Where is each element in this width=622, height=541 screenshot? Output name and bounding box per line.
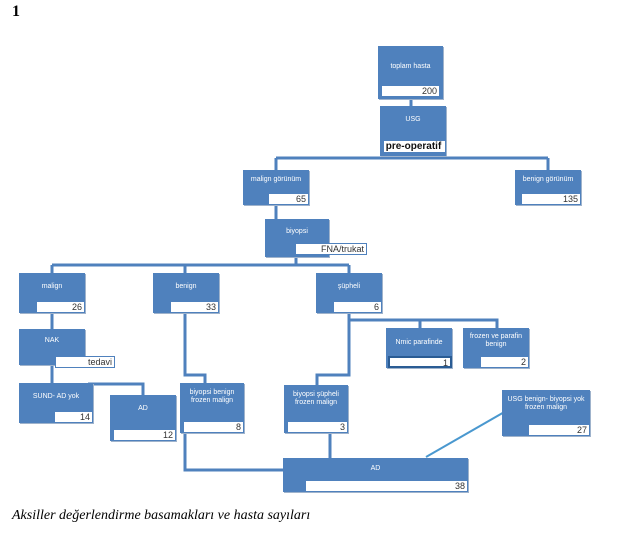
connector-supheli-split	[347, 312, 499, 329]
node-value: 2	[480, 356, 529, 368]
node-frozen-parafin-benign: frozen ve parafin benign 2	[463, 328, 529, 368]
node-value: 1	[388, 356, 452, 368]
connector-biyopsi-ad	[183, 432, 283, 472]
node-label: NAK	[44, 337, 60, 344]
node-biyopsi-supheli-frozen-malign: biyopsi şüpheli frozen malign 3	[284, 385, 348, 433]
node-toplam-hasta: toplam hasta 200	[378, 46, 443, 99]
node-value: 6	[333, 301, 382, 313]
node-value: 27	[528, 424, 590, 436]
node-label: Nmic parafinde	[395, 339, 443, 346]
node-supheli: şüpheli 6	[316, 273, 382, 313]
figure-caption: Aksiller değerlendirme basamakları ve ha…	[12, 508, 311, 523]
node-value: 3	[287, 421, 348, 433]
node-value: 135	[521, 193, 581, 205]
connector-supheli-biyopsi	[315, 320, 351, 386]
node-label: biyopsi şüpheli frozen malign	[293, 391, 339, 406]
node-value: 200	[381, 85, 440, 97]
connector-nak-ad	[88, 382, 145, 395]
node-usg: USG pre-operatif	[380, 106, 446, 156]
node-value: 8	[183, 421, 244, 433]
node-ad-total: AD 38	[283, 458, 468, 492]
node-label: AD	[138, 405, 148, 412]
node-sund-ad-yok: SUND- AD yok 14	[19, 383, 93, 423]
node-label: AD	[370, 465, 381, 472]
node-value: 65	[268, 193, 309, 205]
node-value: 33	[170, 301, 219, 313]
node-ad-small: AD 12	[110, 395, 176, 441]
node-value: 26	[36, 301, 85, 313]
node-malign-gorunum: malign görünüm 65	[243, 170, 309, 205]
node-biyopsi-benign-frozen-malign: biyopsi benign frozen malign 8	[180, 383, 244, 433]
node-label: USG benign- biyopsi yok frozen malign	[507, 396, 585, 411]
node-label: biyopsi	[286, 228, 308, 235]
node-value: 12	[113, 429, 176, 441]
node-label: SUND- AD yok	[32, 393, 80, 400]
page-number: 1	[12, 3, 20, 20]
connector-usgbenign-ad	[425, 406, 514, 458]
node-label: USG	[405, 116, 421, 123]
node-value: 14	[54, 411, 93, 423]
node-value: FNA/trukat	[295, 243, 367, 255]
node-label: toplam hasta	[390, 63, 431, 70]
node-value: tedavi	[55, 356, 115, 368]
node-label: biyopsi benign frozen malign	[189, 389, 235, 404]
node-malign: malign 26	[19, 273, 85, 313]
node-benign-gorunum: benign görünüm 135	[515, 170, 581, 205]
node-label: malign görünüm	[250, 176, 302, 183]
node-nak: NAK tedavi	[19, 329, 115, 368]
node-value: pre-operatif	[383, 140, 446, 153]
node-label: benign	[175, 283, 197, 290]
node-label: frozen ve parafin benign	[469, 333, 523, 348]
connector-biyopsi-split	[50, 256, 351, 274]
node-label: şüpheli	[337, 283, 361, 290]
node-value: 38	[305, 480, 468, 492]
connector-benign-biyopsi	[183, 312, 207, 384]
node-biyopsi: biyopsi FNA/trukat	[265, 219, 367, 257]
node-nmic-parafinde: Nmic parafinde 1	[386, 328, 452, 368]
node-usg-benign-biyopsi-yok: USG benign- biyopsi yok frozen malign 27	[502, 390, 590, 436]
node-benign: benign 33	[153, 273, 219, 313]
node-label: benign görünüm	[522, 176, 574, 183]
node-label: malign	[41, 283, 63, 290]
